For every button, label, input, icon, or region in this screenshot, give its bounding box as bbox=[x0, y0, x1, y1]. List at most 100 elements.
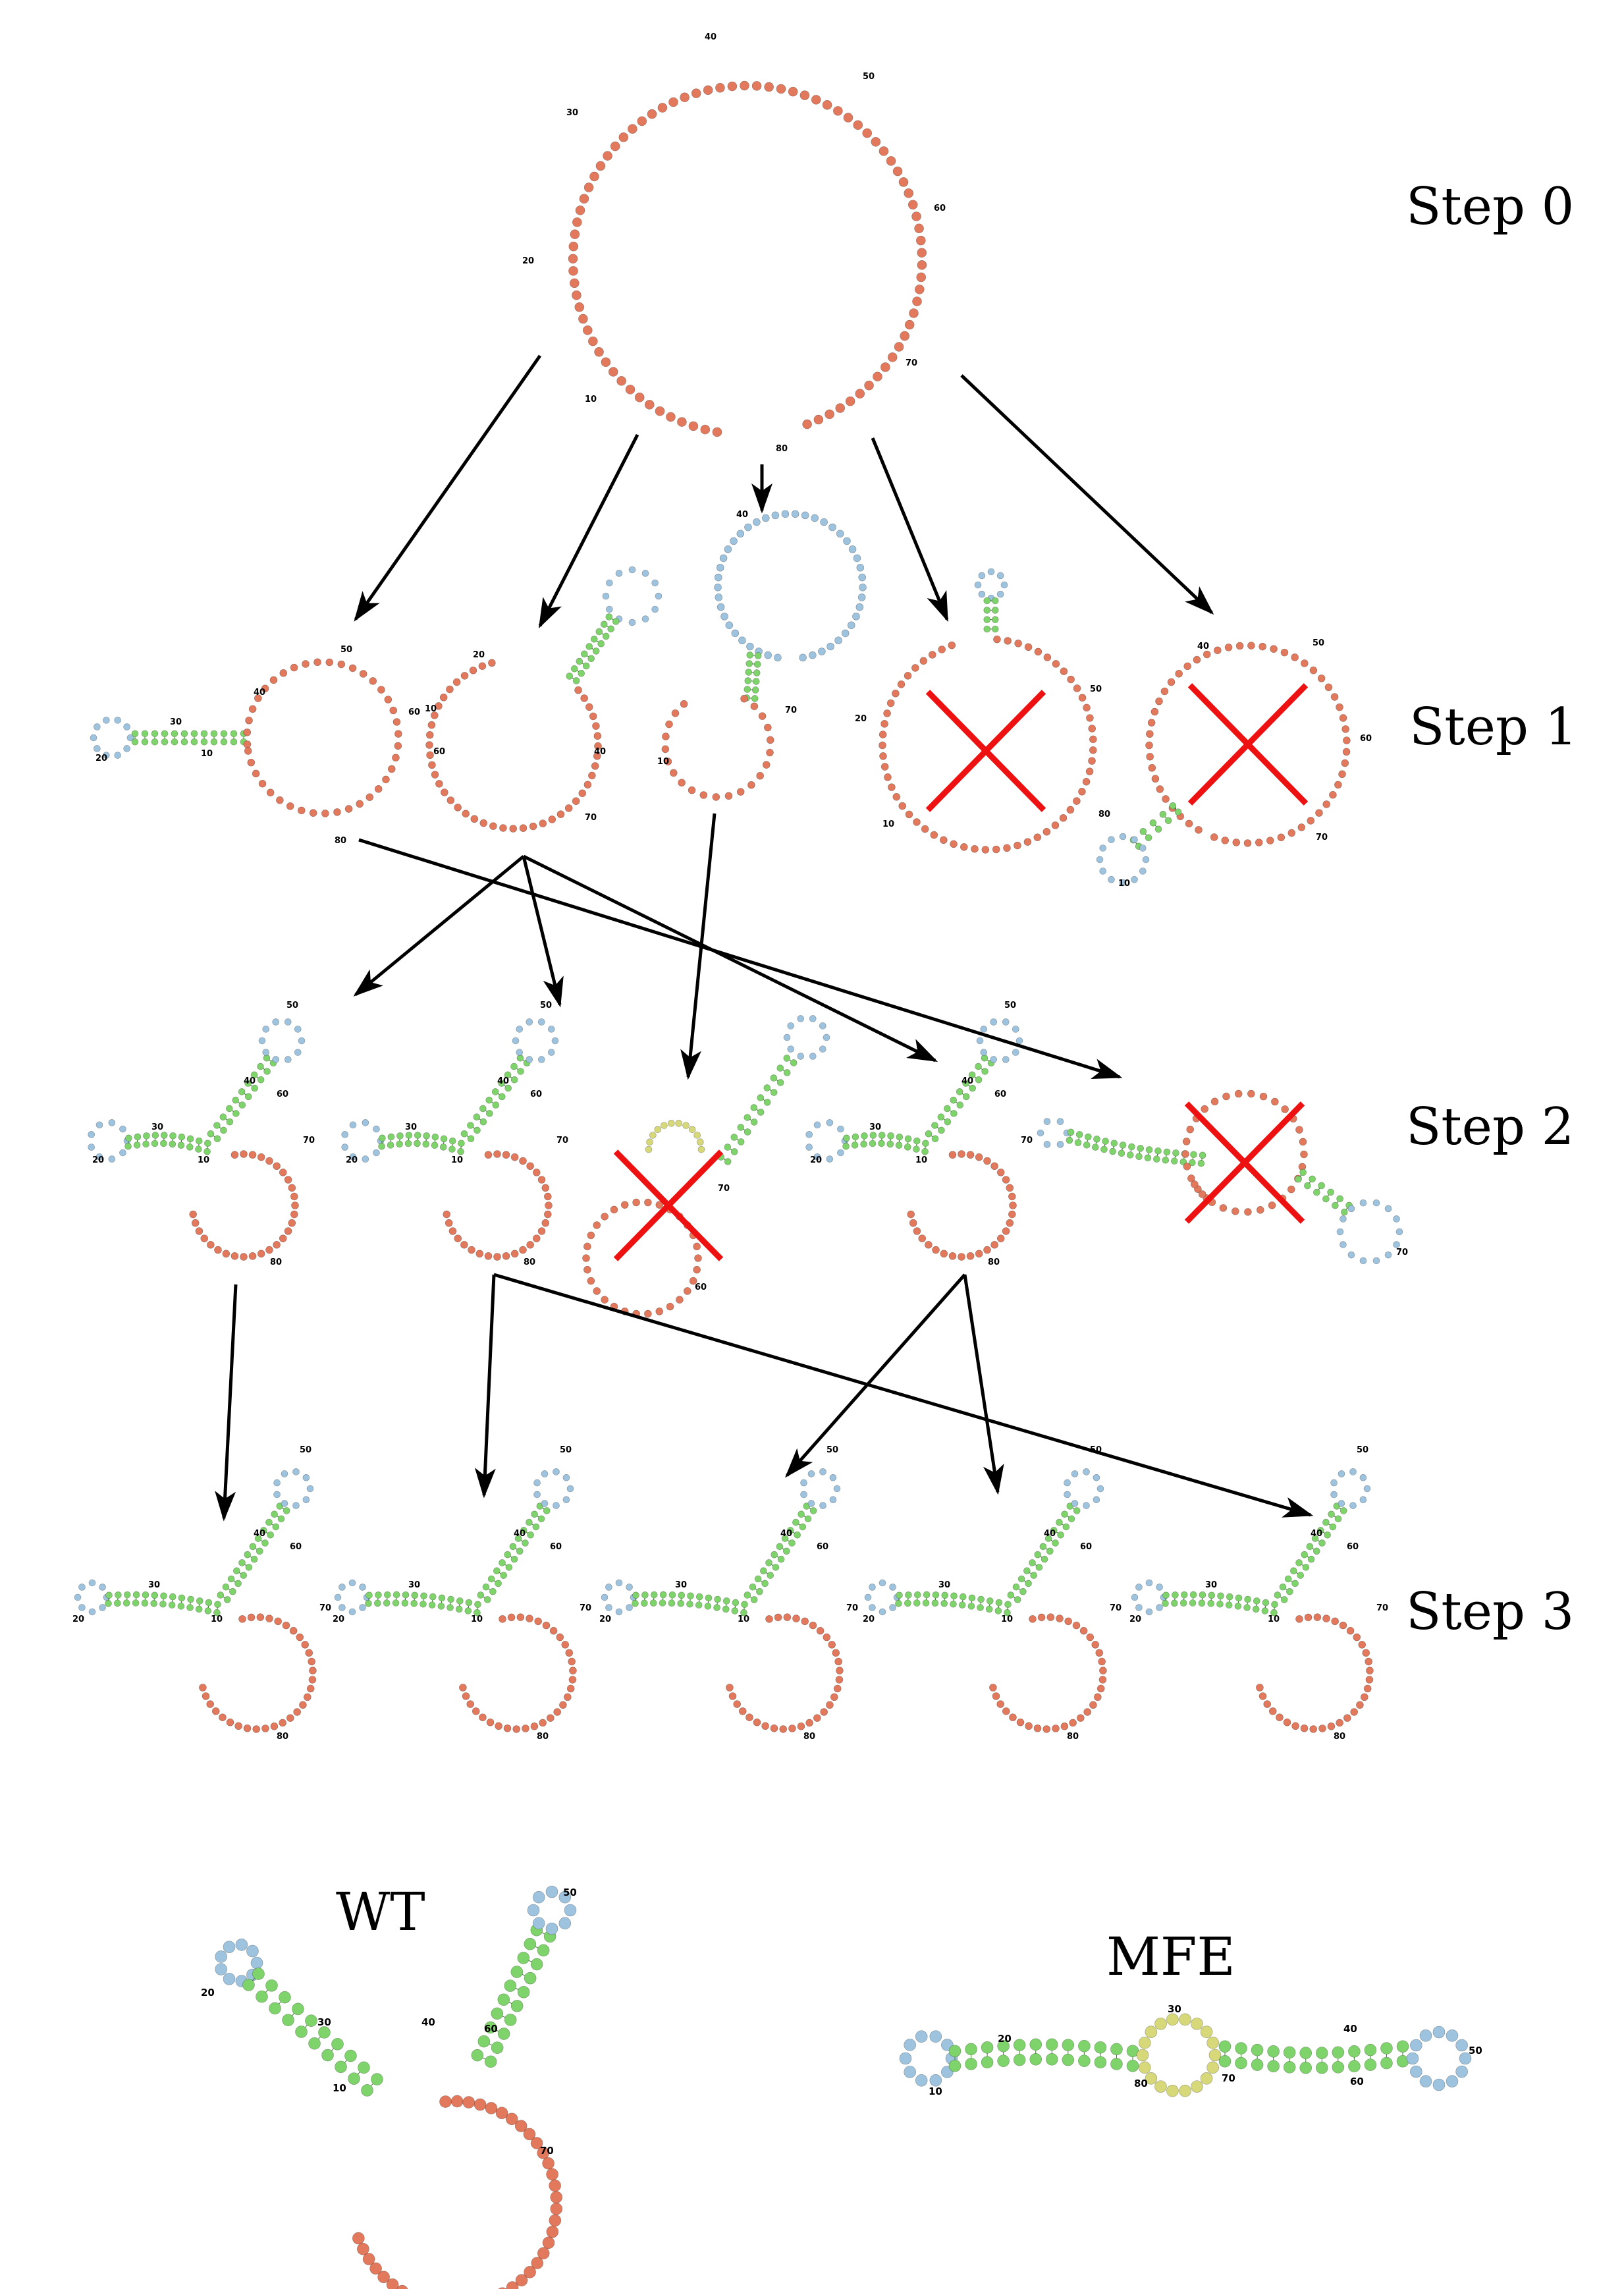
nucleotide bbox=[524, 1937, 537, 1950]
transition-arrow bbox=[963, 1274, 1004, 1495]
nucleotide bbox=[448, 1227, 457, 1235]
nucleotide bbox=[1336, 1719, 1343, 1727]
nucleotide bbox=[1135, 1604, 1143, 1611]
nucleotide bbox=[1309, 1725, 1318, 1733]
nucleotide bbox=[238, 1088, 246, 1095]
nucleotide bbox=[1029, 1615, 1037, 1623]
nucleotide bbox=[404, 1140, 412, 1147]
nucleotide bbox=[1162, 1156, 1170, 1164]
nucleotide bbox=[666, 1302, 674, 1311]
position-number: 50 bbox=[1313, 638, 1324, 648]
nucleotide bbox=[1099, 1667, 1107, 1674]
nucleotide bbox=[744, 677, 752, 684]
nucleotide bbox=[932, 1246, 940, 1254]
nucleotide bbox=[820, 1708, 828, 1716]
nucleotide bbox=[258, 1037, 266, 1045]
nucleotide bbox=[1069, 1719, 1077, 1727]
nucleotide bbox=[1023, 838, 1032, 846]
nucleotide bbox=[387, 765, 396, 773]
position-number: 30 bbox=[869, 1122, 881, 1132]
nucleotide bbox=[551, 1037, 559, 1045]
nucleotide bbox=[583, 1242, 591, 1251]
nucleotide bbox=[752, 678, 760, 685]
nucleotide bbox=[243, 728, 252, 736]
nucleotide bbox=[1359, 1496, 1367, 1504]
nucleotide bbox=[477, 2035, 491, 2048]
nucleotide bbox=[896, 1591, 903, 1599]
nucleotide bbox=[491, 2007, 504, 2020]
nucleotide bbox=[1154, 2080, 1167, 2093]
nucleotide bbox=[195, 1605, 203, 1613]
position-number: 10 bbox=[201, 749, 213, 759]
nucleotide bbox=[1221, 837, 1230, 844]
nucleotide bbox=[975, 1250, 983, 1258]
position-number: 40 bbox=[961, 1076, 973, 1086]
nucleotide bbox=[724, 1144, 732, 1151]
nucleotide bbox=[207, 1240, 215, 1249]
nucleotide bbox=[593, 1221, 601, 1229]
nucleotide bbox=[375, 1591, 382, 1599]
nucleotide bbox=[383, 1591, 391, 1599]
nucleotide bbox=[160, 1132, 168, 1139]
nucleotide bbox=[248, 1252, 257, 1260]
nucleotide bbox=[1256, 1206, 1264, 1214]
nucleotide bbox=[1329, 1523, 1337, 1531]
nucleotide bbox=[103, 717, 110, 724]
nucleotide bbox=[774, 653, 782, 662]
nucleotide bbox=[348, 1579, 356, 1587]
nucleotide bbox=[292, 1502, 300, 1509]
nucleotide bbox=[556, 1633, 564, 1641]
nucleotide bbox=[610, 1205, 618, 1214]
nucleotide bbox=[401, 1599, 409, 1607]
nucleotide bbox=[746, 651, 754, 659]
nucleotide bbox=[1131, 876, 1138, 883]
nucleotide bbox=[889, 1584, 896, 1591]
position-number: 60 bbox=[1347, 1542, 1359, 1552]
nucleotide bbox=[151, 730, 159, 738]
nucleotide bbox=[913, 1591, 921, 1599]
nucleotide bbox=[1295, 1559, 1303, 1566]
nucleotide bbox=[537, 1515, 545, 1523]
caption-mfe: MFE bbox=[1106, 1926, 1235, 1987]
nucleotide bbox=[871, 137, 881, 147]
nucleotide bbox=[527, 1904, 540, 1917]
nucleotide bbox=[822, 99, 832, 110]
nucleotide bbox=[448, 1145, 456, 1153]
nucleotide bbox=[1340, 1215, 1347, 1223]
nucleotide bbox=[1093, 1496, 1100, 1504]
nucleotide bbox=[1139, 827, 1147, 835]
nucleotide bbox=[1191, 2080, 1203, 2093]
nucleotide bbox=[520, 1527, 528, 1534]
nucleotide bbox=[1393, 1215, 1400, 1223]
nucleotide bbox=[258, 779, 267, 788]
nucleotide bbox=[1331, 1617, 1339, 1626]
nucleotide bbox=[632, 1599, 639, 1607]
nucleotide bbox=[682, 1122, 690, 1129]
nucleotide bbox=[788, 1539, 796, 1547]
nucleotide bbox=[1131, 1593, 1139, 1601]
nucleotide bbox=[646, 1138, 653, 1146]
nucleotide bbox=[103, 752, 110, 759]
nucleotide bbox=[841, 629, 850, 638]
nucleotide bbox=[628, 124, 637, 134]
nucleotide bbox=[493, 1567, 501, 1575]
nucleotide bbox=[578, 789, 587, 798]
nucleotide bbox=[358, 2061, 370, 2074]
nucleotide bbox=[178, 1594, 186, 1602]
nucleotide bbox=[992, 845, 1000, 854]
nucleotide bbox=[801, 511, 809, 520]
nucleotide bbox=[1277, 833, 1286, 842]
nucleotide bbox=[977, 1595, 985, 1603]
nucleotide bbox=[1145, 2026, 1158, 2038]
nucleotide bbox=[601, 1296, 609, 1304]
nucleotide bbox=[1191, 1180, 1199, 1188]
nucleotide bbox=[965, 2058, 977, 2070]
nucleotide bbox=[344, 805, 353, 813]
nucleotide bbox=[758, 712, 767, 720]
nucleotide bbox=[510, 1966, 524, 1978]
nucleotide bbox=[473, 1113, 481, 1121]
nucleotide bbox=[585, 643, 593, 650]
nucleotide bbox=[719, 554, 728, 563]
position-number: 40 bbox=[780, 1529, 792, 1539]
nucleotide bbox=[1350, 1708, 1358, 1716]
